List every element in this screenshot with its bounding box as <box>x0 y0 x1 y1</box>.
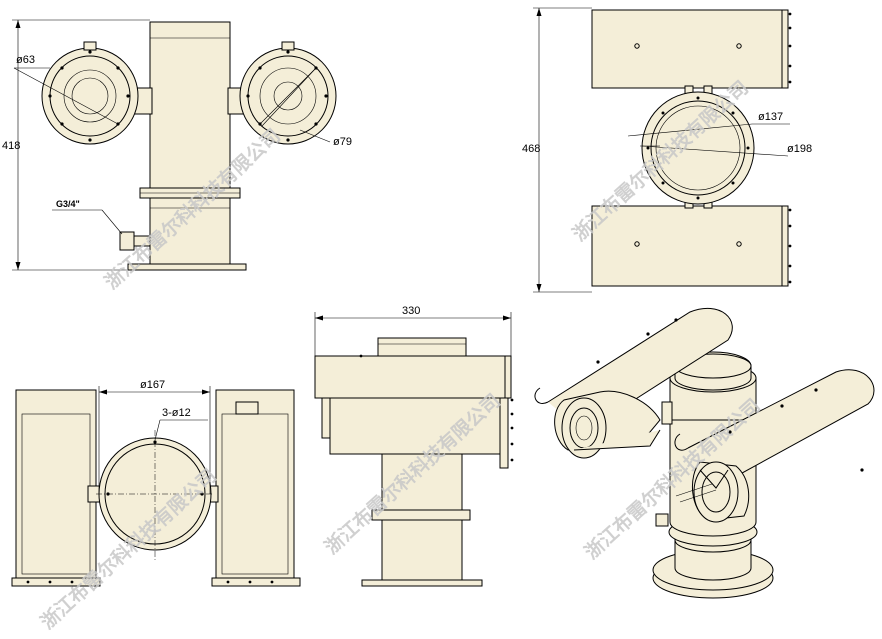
rear-pedestal <box>381 519 463 581</box>
dim-thread-label: G3/4" <box>56 199 80 209</box>
dim-h418-label: 418 <box>2 140 20 152</box>
dim-d63-label: ø63 <box>16 54 35 66</box>
dim-d198-label: ø198 <box>787 143 812 155</box>
side-housing-right <box>215 389 295 581</box>
rear-lower-body <box>329 397 501 455</box>
dim-holes-label: 3-ø12 <box>162 407 191 419</box>
top-housing-lower <box>591 205 783 287</box>
dim-h468-label: 468 <box>522 143 540 155</box>
top-housing-upper <box>591 9 783 89</box>
iso-right-housing <box>687 369 875 485</box>
rear-base <box>361 579 483 587</box>
dim-w330-label: 330 <box>402 305 420 317</box>
front-base <box>127 263 247 271</box>
side-view <box>11 386 301 587</box>
dim-d167-label: ø167 <box>140 379 165 391</box>
side-housing-left <box>15 389 97 581</box>
dim-d79-label: ø79 <box>333 136 352 148</box>
top-turret-flange <box>641 91 755 205</box>
rear-housing <box>314 355 506 399</box>
rear-top-cap <box>377 337 467 359</box>
rear-neck <box>381 453 463 511</box>
rear-view <box>314 312 514 587</box>
front-pedestal <box>149 197 231 265</box>
front-view <box>12 19 337 271</box>
left-housing-end <box>41 47 139 145</box>
front-column <box>149 21 231 191</box>
cable-gland <box>119 231 135 251</box>
top-view <box>533 7 792 293</box>
isometric-view <box>534 307 875 599</box>
dim-d137-label: ø137 <box>758 111 783 123</box>
